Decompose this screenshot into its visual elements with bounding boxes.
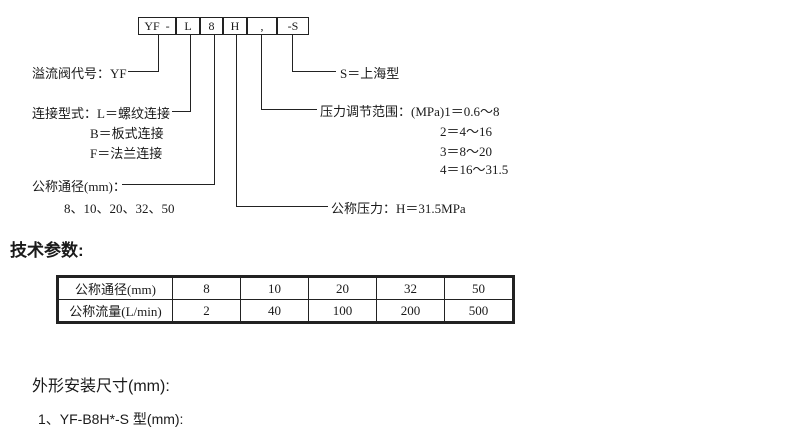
code-dash: - xyxy=(165,19,170,33)
table-row: 公称流量(L/min) 2 40 100 200 500 xyxy=(58,299,513,322)
table-cell: 公称流量(L/min) xyxy=(58,299,173,322)
code-box-s: -S xyxy=(277,17,309,35)
leader-8-v xyxy=(214,35,215,185)
tech-params-table: 公称通径(mm) 8 10 20 32 50 公称流量(L/min) 2 40 … xyxy=(56,275,515,324)
dimensions-item-1: 1、YF-B8H*-S 型(mm): xyxy=(38,411,184,427)
leader-yf-v xyxy=(158,35,159,72)
table-cell: 200 xyxy=(376,299,445,322)
nominal-diameter-label: 公称通径(mm)： xyxy=(32,179,126,194)
table-cell: 100 xyxy=(308,299,377,322)
table-cell: 2 xyxy=(172,299,241,322)
code-8: 8 xyxy=(208,19,215,33)
code-s: -S xyxy=(287,19,299,33)
pressure-range-3: 3＝8～20 xyxy=(440,144,493,159)
dimensions-heading: 外形安装尺寸(mm): xyxy=(32,378,170,395)
code-l: L xyxy=(184,19,192,33)
code-box-range: , xyxy=(247,17,277,35)
code-yf: YF xyxy=(144,19,160,33)
nominal-diameter-values: 8、10、20、32、50 xyxy=(64,201,175,216)
code-comma: , xyxy=(260,19,264,33)
leader-yf-h xyxy=(128,71,159,72)
pressure-range-1: 压力调节范围：(MPa)1＝0.6～8 xyxy=(320,104,500,119)
table-cell: 10 xyxy=(240,277,309,300)
leader-range-h xyxy=(261,109,317,110)
leader-l-v xyxy=(190,35,191,112)
leader-h-v xyxy=(236,35,237,207)
table-cell: 40 xyxy=(240,299,309,322)
valve-code-label: 溢流阀代号：YF xyxy=(32,66,127,81)
code-box-8: 8 xyxy=(200,17,223,35)
tech-params-heading: 技术参数: xyxy=(10,241,84,260)
connection-type-b: B＝板式连接 xyxy=(90,126,164,141)
table-row: 公称通径(mm) 8 10 20 32 50 xyxy=(58,277,513,300)
table-cell: 公称通径(mm) xyxy=(58,277,173,300)
leader-s-v xyxy=(292,35,293,72)
table-cell: 20 xyxy=(308,277,377,300)
code-box-l: L xyxy=(176,17,200,35)
leader-l-h xyxy=(172,111,191,112)
code-h: H xyxy=(230,19,240,33)
code-box-h: H xyxy=(223,17,247,35)
connection-type-f: F＝法兰连接 xyxy=(90,146,163,161)
code-box-yf: YF- xyxy=(138,17,176,35)
leader-8-h xyxy=(122,184,215,185)
table-cell: 32 xyxy=(376,277,445,300)
table-cell: 8 xyxy=(172,277,241,300)
pressure-range-2: 2＝4～16 xyxy=(440,124,493,139)
leader-h-h xyxy=(236,206,328,207)
table-cell: 500 xyxy=(444,299,513,322)
leader-range-v xyxy=(261,35,262,110)
connection-type-l: 连接型式：L＝螺纹连接 xyxy=(32,106,170,121)
pressure-range-4: 4＝16～31.5 xyxy=(440,162,509,177)
leader-s-h xyxy=(292,71,336,72)
nominal-pressure-label: 公称压力：H＝31.5MPa xyxy=(331,201,466,216)
table-cell: 50 xyxy=(444,277,513,300)
shanghai-type-label: S＝上海型 xyxy=(340,66,400,81)
